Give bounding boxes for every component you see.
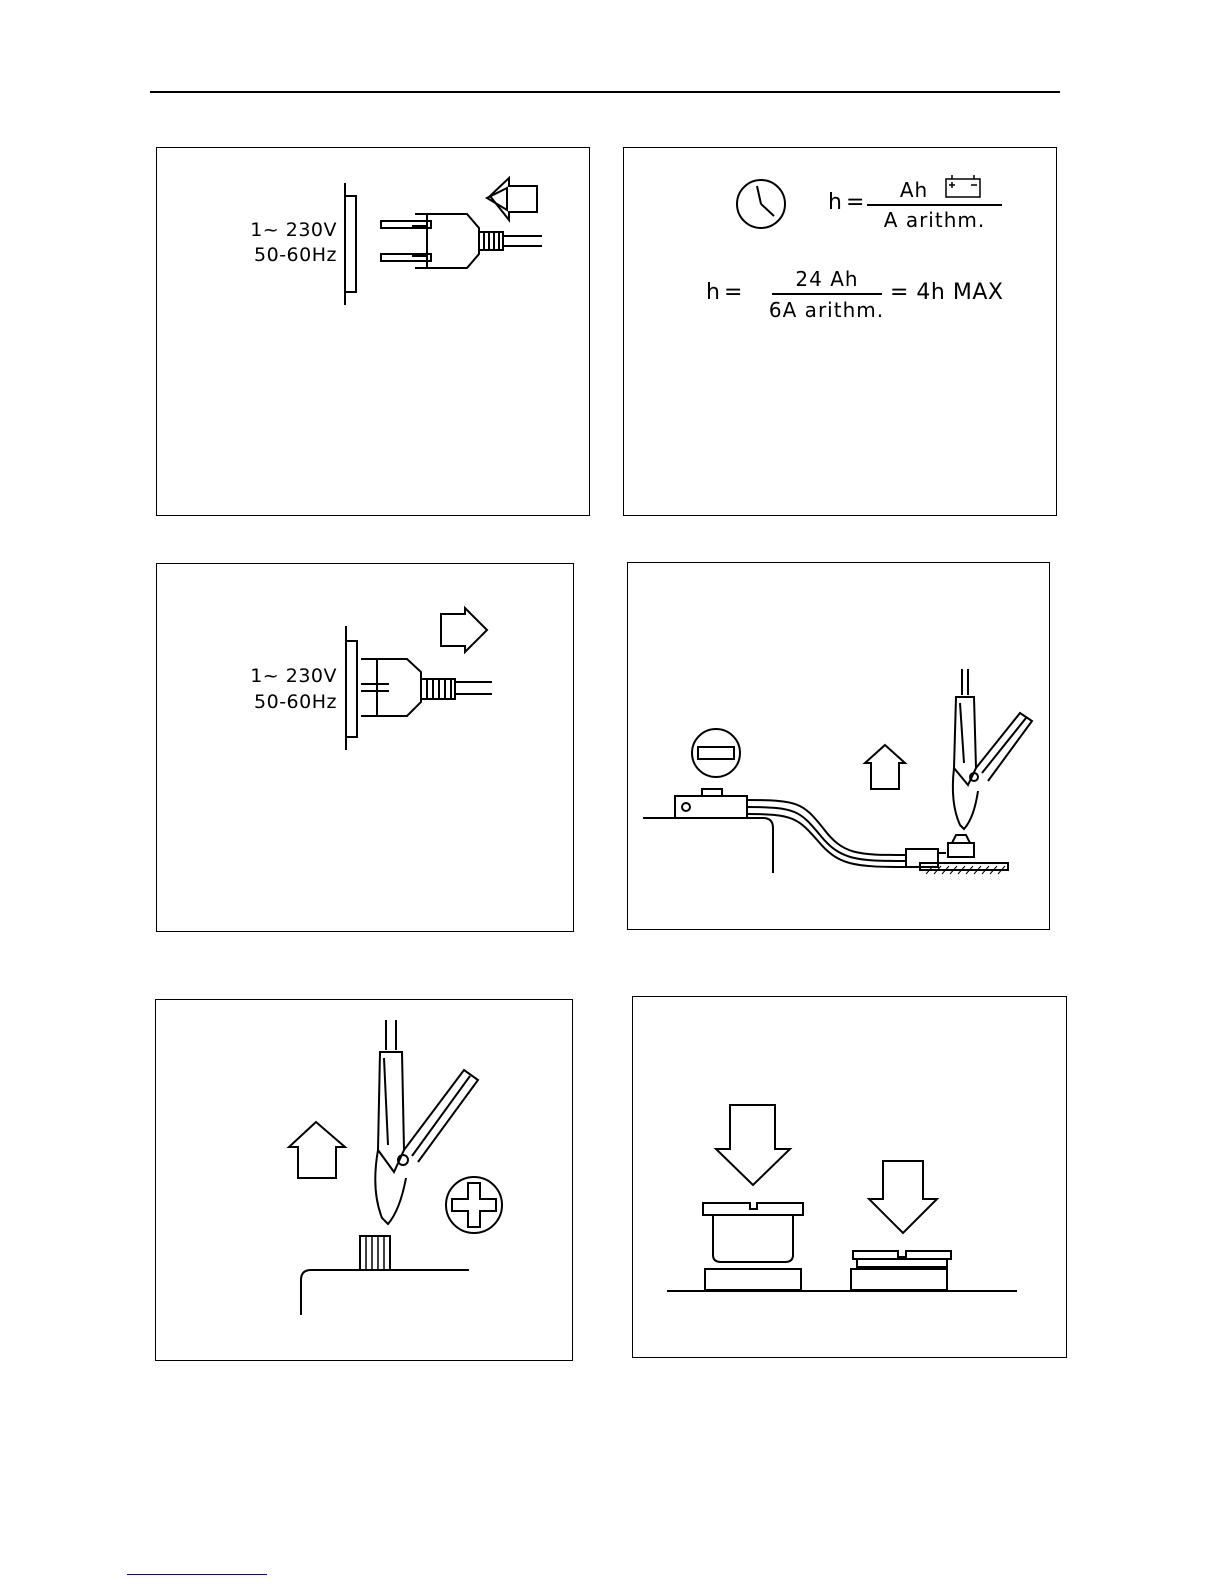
arrow-down-icon — [716, 1105, 790, 1185]
clamp-icon — [375, 1020, 478, 1224]
arrow-down-icon — [869, 1161, 937, 1233]
formula-equals: = — [846, 190, 865, 215]
example-result: = 4h MAX — [890, 280, 1003, 305]
clock-icon — [737, 180, 785, 228]
formula-numerator: Ah — [886, 178, 942, 202]
panel-plug-out: 1~ 230V 50-60Hz — [156, 563, 574, 932]
panel-negative-clamp — [627, 562, 1050, 930]
arrow-up-icon — [865, 745, 905, 789]
example-denominator: 6A arithm. — [744, 298, 909, 322]
plug-out-illustration — [157, 564, 573, 931]
example-equals: = — [724, 280, 743, 305]
positive-clamp-illustration — [156, 1000, 572, 1360]
battery-icon — [946, 175, 980, 197]
formula-denominator: A arithm. — [867, 208, 1002, 232]
minus-icon — [692, 729, 740, 777]
plus-icon — [446, 1177, 502, 1233]
example-lhs: h — [706, 280, 720, 305]
cap-tall-icon — [703, 1203, 803, 1290]
header-rule — [150, 91, 1060, 93]
frequency-label: 50-60Hz — [197, 243, 337, 267]
arrow-up-icon — [289, 1122, 345, 1178]
example-numerator: 24 Ah — [772, 267, 882, 291]
cap-flat-icon — [851, 1251, 951, 1290]
panel-charge-time: h = Ah A arithm. h = 24 Ah 6A arithm. = … — [623, 147, 1057, 516]
panel-plug-in: 1~ 230V 50-60Hz — [156, 147, 590, 516]
formula-lhs: h — [828, 190, 842, 215]
plug-in-illustration — [157, 148, 589, 515]
panel-battery-caps — [632, 996, 1067, 1358]
footer-link-underline[interactable] — [127, 1574, 267, 1575]
battery-caps-illustration — [633, 997, 1066, 1357]
clamp-icon — [953, 669, 1032, 829]
arrow-left-icon — [490, 178, 537, 220]
negative-clamp-illustration — [628, 563, 1049, 929]
frequency-label: 50-60Hz — [197, 690, 337, 714]
voltage-label: 1~ 230V — [197, 218, 337, 242]
panel-positive-clamp — [155, 999, 573, 1361]
voltage-label: 1~ 230V — [197, 664, 337, 688]
arrow-right-icon — [441, 608, 487, 652]
